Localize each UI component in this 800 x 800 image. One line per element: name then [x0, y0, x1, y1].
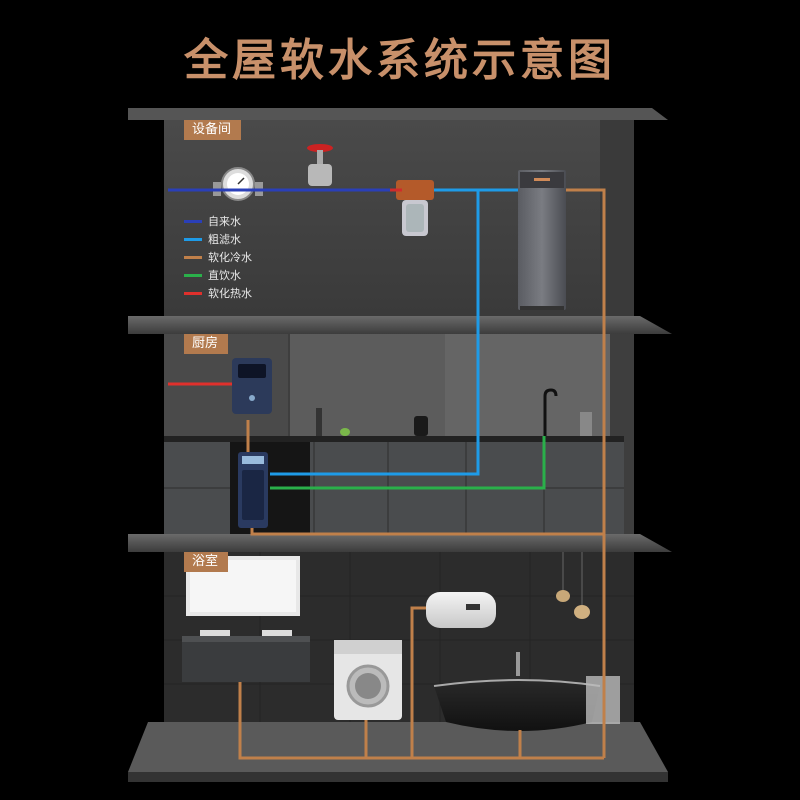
legend-label: 软化冷水	[208, 251, 252, 264]
legend-swatch	[184, 255, 202, 259]
page-title: 全屋软水系统示意图	[184, 35, 616, 86]
bathroom-floor-edge	[128, 772, 668, 782]
legend-item-direct-drinking-water: 直饮水	[184, 266, 252, 284]
legend-label: 直饮水	[208, 269, 241, 282]
water-softener-icon	[518, 170, 566, 310]
legend-label: 软化热水	[208, 287, 252, 300]
electric-water-heater-icon	[426, 592, 496, 628]
mirror-cabinet-icon	[186, 556, 300, 616]
legend-label: 自来水	[208, 215, 241, 228]
pipe-legend: 自来水 粗滤水 软化冷水 直饮水 软化热水	[184, 212, 252, 302]
kitchen-floor-slab	[128, 534, 672, 552]
bathtub-icon	[433, 652, 601, 731]
legend-swatch	[184, 273, 202, 277]
legend-swatch	[184, 291, 202, 295]
room-label-bathroom: 浴室	[184, 552, 229, 572]
equipment-room-side-wall	[600, 120, 634, 316]
top-floor-slab	[128, 108, 668, 120]
legend-item-prefiltered-water: 粗滤水	[184, 230, 252, 248]
legend-label: 粗滤水	[208, 233, 241, 246]
direct-drinking-water-pipe	[270, 436, 546, 490]
room-label-equipment: 设备间	[184, 120, 242, 140]
legend-swatch	[184, 219, 202, 223]
pendant-lamp-icon	[556, 552, 590, 619]
legend-item-tap-water: 自来水	[184, 212, 252, 230]
legend-swatch	[184, 237, 202, 241]
gate-valve-icon	[307, 144, 333, 186]
room-label-kitchen: 厨房	[184, 334, 229, 354]
kitchen-countertop	[164, 436, 624, 442]
vanity-cabinet-icon	[182, 630, 310, 682]
prefilter-icon	[396, 180, 434, 236]
water-purifier-icon	[238, 452, 268, 528]
washing-machine-icon	[334, 640, 402, 720]
softened-cold-water-pipe	[238, 188, 606, 760]
equipment-floor-slab	[128, 316, 672, 334]
bathroom-floor-slab	[128, 722, 668, 772]
kitchen-faucet-icon	[543, 388, 558, 436]
legend-item-softened-cold-water: 软化冷水	[184, 248, 252, 266]
kitchen-decor-items	[316, 408, 592, 436]
legend-item-softened-hot-water: 软化热水	[184, 284, 252, 302]
prefiltered-water-pipe	[270, 188, 518, 476]
pipeline-drinker-icon	[232, 358, 272, 414]
